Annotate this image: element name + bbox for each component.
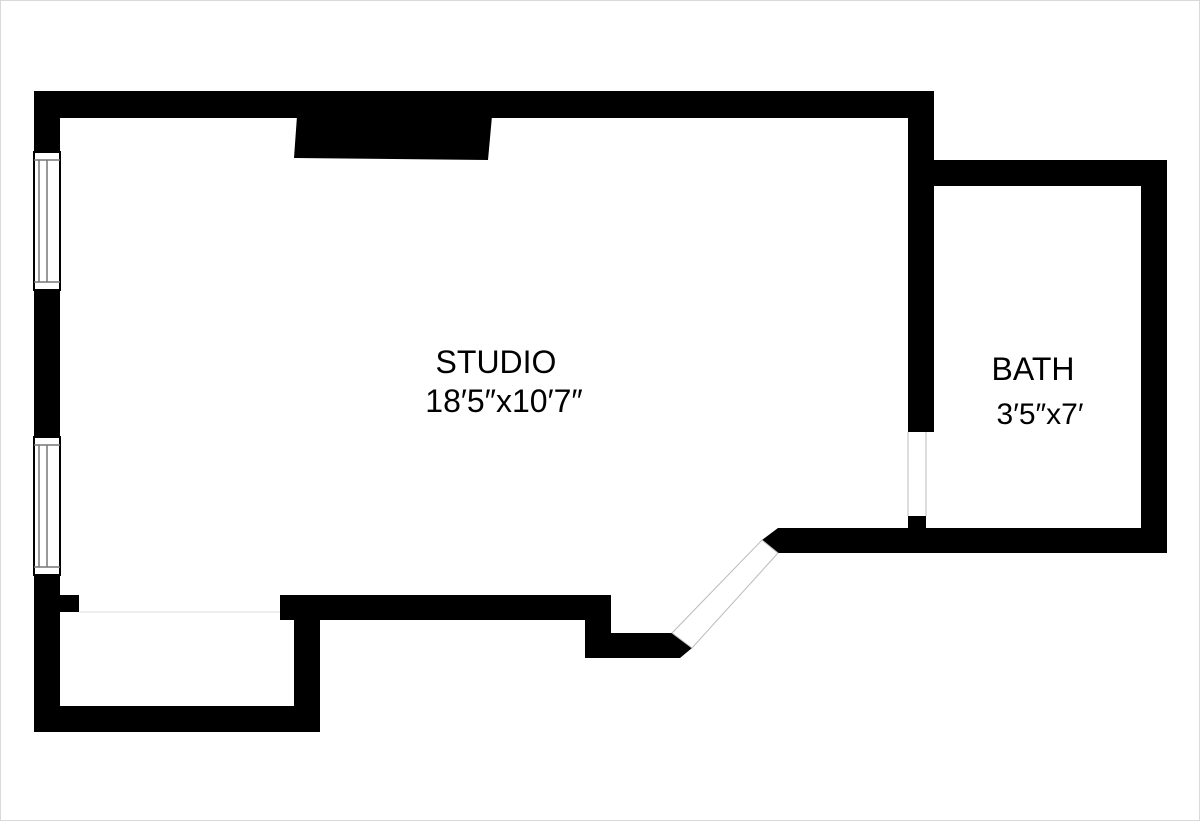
studio-name: STUDIO: [436, 344, 557, 380]
built-in-block: [294, 116, 492, 160]
doors: [79, 432, 927, 649]
bath-label: BATH 3′5″x7′: [992, 351, 1084, 431]
windows: [33, 151, 61, 576]
window-lower: [33, 436, 61, 576]
studio-right-wall-lower: [908, 516, 926, 530]
studio-label: STUDIO 18′5″x10′7″: [425, 344, 582, 419]
studio-bottom-wall-left-stub: [60, 595, 79, 612]
closet-top-wall-right: [280, 595, 320, 612]
closet-bottom-wall: [34, 706, 320, 732]
bath-bottom-wall: [778, 528, 1167, 553]
studio-top-wall: [34, 91, 934, 118]
studio-bottom-wall-lower: [585, 633, 679, 658]
entry-door: [671, 539, 779, 649]
bath-right-wall: [1141, 160, 1167, 553]
entry-wall-cap-lower: [672, 633, 692, 658]
bath-name: BATH: [992, 351, 1075, 387]
entry-wall-cap-upper: [762, 528, 790, 553]
bath-door: [907, 432, 927, 516]
studio-bottom-wall: [280, 595, 611, 620]
studio-dimensions: 18′5″x10′7″: [425, 383, 582, 419]
window-upper: [33, 151, 61, 291]
bath-dimensions: 3′5″x7′: [997, 398, 1084, 431]
bath-left-wall: [908, 160, 926, 432]
walls: [34, 91, 1167, 732]
bath-top-wall: [908, 160, 1167, 186]
